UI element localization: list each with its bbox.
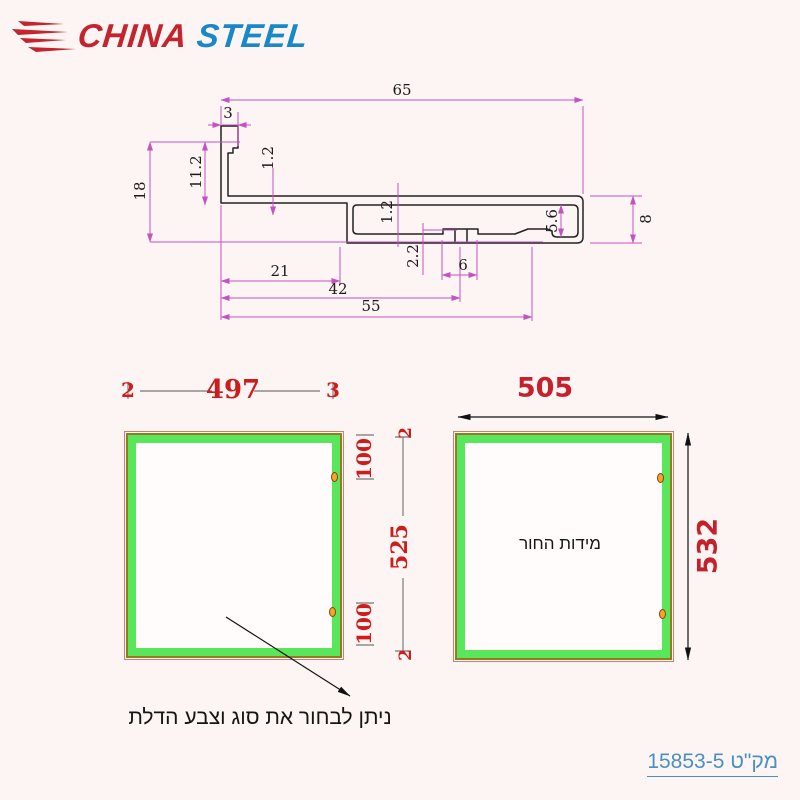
door-panel-gold-line xyxy=(126,433,342,658)
panel-dim-2-left-label: 2 xyxy=(121,378,135,402)
panel-dim-100-top-label: 100 xyxy=(352,438,376,480)
door-panel-drawing xyxy=(124,431,344,660)
logo-text-steel: STEEL xyxy=(194,17,310,54)
door-panel-green-frame xyxy=(128,435,340,656)
dim-1-2-mid-label: 1.2 xyxy=(378,200,396,224)
panel-dim-3-label: 3 xyxy=(326,378,340,402)
screw-hole xyxy=(657,473,664,483)
catalog-number-link[interactable]: מק"ט 15853-5 xyxy=(647,750,778,777)
dim-11-2-label: 11.2 xyxy=(187,155,205,189)
panel-dim-2-bottom-label: 2 xyxy=(396,649,416,661)
dim-2-2-label: 2.2 xyxy=(404,244,422,268)
hole-panel-title: מידות החור xyxy=(519,534,601,553)
panel-dim-2-top-label: 2 xyxy=(396,427,416,439)
profile-dimension-lines xyxy=(147,97,642,321)
panel-dim-525-label: 525 xyxy=(387,524,413,570)
screw-hole xyxy=(331,472,338,482)
brand-logo: CHINA STEEL xyxy=(12,14,310,58)
dim-5-6-label: 5.6 xyxy=(543,209,561,233)
hole-dim-532-label: 532 xyxy=(692,517,724,575)
logo-speed-lines-icon xyxy=(12,21,76,52)
dim-8-label: 8 xyxy=(637,214,655,224)
screw-hole xyxy=(329,607,336,617)
dim-1-2-left-label: 1.2 xyxy=(259,146,277,170)
hole-panel-gold-line xyxy=(455,433,672,660)
screw-hole xyxy=(659,609,666,619)
hole-dim-505-label: 505 xyxy=(516,372,574,404)
logo-text-china: CHINA xyxy=(76,17,190,54)
dim-42-label: 42 xyxy=(328,280,348,298)
profile-outline xyxy=(220,125,584,244)
dim-6-label: 6 xyxy=(458,256,468,274)
dim-21-label: 21 xyxy=(270,262,290,280)
hole-panel-drawing xyxy=(453,431,674,662)
door-choice-note: ניתן לבחור את סוג וצבע הדלת xyxy=(128,706,392,729)
dim-65-label: 65 xyxy=(392,81,412,99)
dim-55-label: 55 xyxy=(361,297,381,315)
dim-18-label: 18 xyxy=(131,181,149,201)
dim-3-label: 3 xyxy=(223,104,233,122)
panel-dim-497-label: 497 xyxy=(205,375,261,405)
hole-panel-green-frame xyxy=(457,435,670,658)
panel-dim-100-bottom-label: 100 xyxy=(352,603,376,645)
